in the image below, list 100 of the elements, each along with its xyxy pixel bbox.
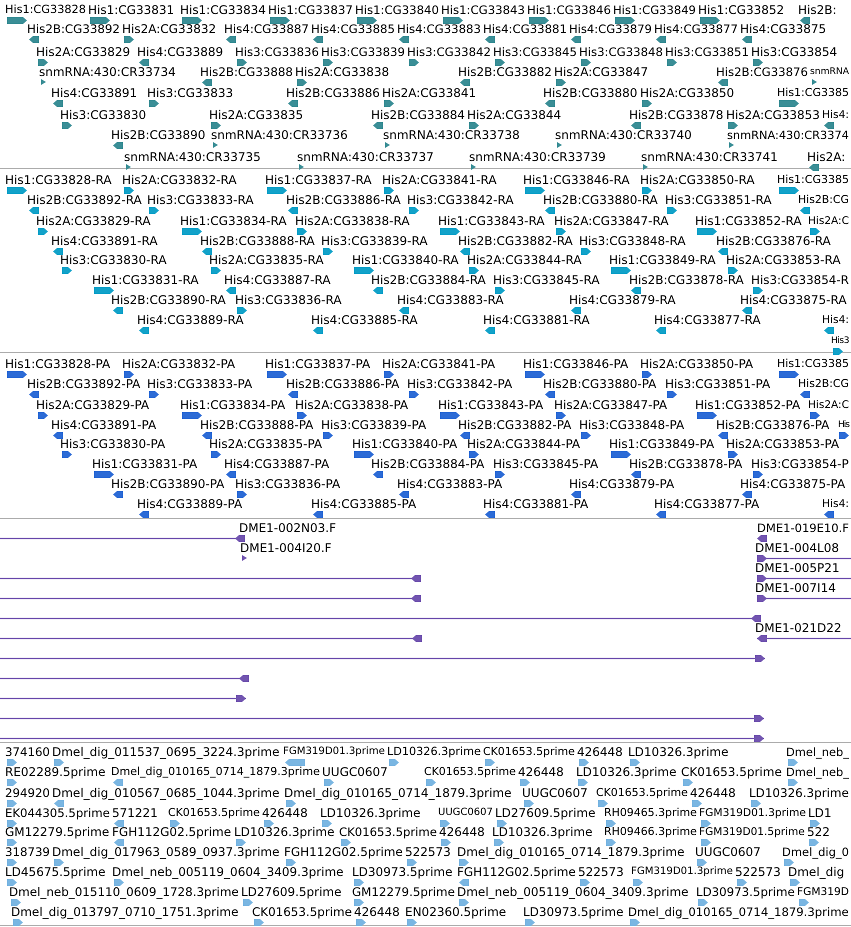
feature-label: His2B:CG33888-RA	[200, 234, 315, 248]
feature-label: His2A:CG33850-RA	[640, 173, 755, 187]
feature-label: His2A:CG33844-PA	[467, 437, 580, 451]
feature-label: His2B:CG33876	[716, 65, 808, 79]
feature-label: UUGC0607	[695, 845, 761, 859]
feature-label: His4:CG33887	[224, 22, 309, 36]
feature-label: Dmel_neb_	[786, 765, 849, 779]
feature-label: His3:CG33854	[751, 45, 838, 59]
feature-label: His1:CG33852	[698, 3, 784, 17]
feature-label: His1:CG33837	[268, 3, 353, 17]
feature-label: LD10326.3prime	[628, 745, 729, 759]
feature-label: His3:CG33842-PA	[407, 377, 512, 391]
feature-label: His3:CG33830-PA	[60, 437, 166, 451]
feature-label: His2B:CG33882-PA	[458, 418, 572, 432]
feature-label: snmRNA	[810, 65, 849, 79]
feature-label: His2A:C	[808, 398, 849, 412]
feature-label: His3:CG33830	[60, 108, 146, 122]
feature-label: His4:CG33879-RA	[569, 293, 676, 307]
feature-label: His2A:CG33829-RA	[36, 214, 151, 228]
feature-label: His3:CG33836-RA	[235, 293, 342, 307]
feature-label: His1:CG33846-RA	[523, 173, 630, 187]
feature-label: His2A:CG33832-RA	[122, 173, 237, 187]
feature-label: His4:	[822, 313, 849, 327]
feature-label: His2A:CG33844-RA	[467, 253, 582, 267]
feature-label: His3:CG33833-RA	[147, 193, 254, 207]
feature-label: CK01653.5prime	[339, 825, 437, 839]
feature-label: His2A:CG33847	[554, 65, 648, 79]
feature-label: RE02289.5prime	[5, 765, 106, 779]
feature-label: His4:CG33877	[654, 22, 738, 36]
feature-label: His2B:CG33888-PA	[200, 418, 314, 432]
feature-label: snmRNA:430:CR33738	[383, 128, 520, 142]
feature-label: EN02360.5prime	[405, 905, 506, 919]
feature-label: His4:CG33875	[740, 22, 826, 36]
feature-label: 318739	[5, 845, 50, 859]
feature-label: LD10326.3prime	[234, 825, 335, 839]
feature-label: His3:CG33845-RA	[493, 273, 600, 287]
feature-label: His2B:CG33884-RA	[371, 273, 486, 287]
feature-label: His3:CG33836	[235, 45, 319, 59]
feature-label: His3:CG33839-PA	[321, 418, 426, 432]
feature-label: 426448	[690, 786, 736, 800]
feature-label: 522573	[578, 865, 624, 879]
feature-label: His1:CG33840	[355, 3, 439, 17]
feature-label: His4:CG33877-PA	[654, 497, 760, 511]
feature-label: His2A:CG33853-RA	[726, 253, 841, 267]
feature-label: His2A:CG33841-RA	[382, 173, 497, 187]
feature-label: His3:CG33830-RA	[60, 253, 167, 267]
feature-label: His2A:CG33838-RA	[295, 214, 410, 228]
feature-label: His2B:CG33876-RA	[716, 234, 831, 248]
feature-label: His4:CG33889-PA	[137, 497, 242, 511]
feature-label: His2B:CG33878-RA	[629, 273, 744, 287]
feature-label: His1:CG33849-PA	[609, 437, 714, 451]
feature-label: His1:CG33840-PA	[352, 437, 458, 451]
feature-label: His3:CG33848-RA	[579, 234, 686, 248]
feature-label: LD10326.3prime	[492, 825, 593, 839]
feature-label: Dmel_dig_010165_0714_1879.3prime	[111, 765, 320, 779]
feature-label: 522573	[735, 865, 781, 879]
feature-label: 426448	[577, 745, 623, 759]
feature-label: His2B:CG33880-PA	[543, 377, 656, 391]
feature-label: His2A:CG33853-PA	[726, 437, 840, 451]
feature-label: FGH112G02.5prime	[284, 845, 403, 859]
feature-label: His4:CG33881	[483, 22, 567, 36]
feature-label: His2B:CG33878	[629, 108, 724, 122]
feature-label: His4:CG33883	[397, 22, 481, 36]
feature-label: Dmel_dig_010165_0714_1879.3prime	[457, 845, 685, 859]
feature-label: Dmel_neb_015110_0609_1728.3prime	[9, 885, 239, 899]
feature-label: Dmel_neb_	[786, 745, 849, 759]
feature-label: Dmel_dig_010165_0714_1879.3prime	[284, 786, 512, 800]
feature-label: His4:CG33885-RA	[311, 313, 418, 327]
feature-label: His2B:CG33892	[27, 22, 120, 36]
feature-label: His1:CG33831-RA	[92, 273, 199, 287]
feature-label: His2B:CG33886	[286, 86, 380, 100]
feature-label: 522	[807, 825, 830, 839]
feature-label: His4:CG33889	[137, 45, 224, 59]
feature-label: DME1-005P21	[755, 561, 840, 575]
feature-label: snmRNA:430:CR33737	[297, 150, 434, 164]
feature-label: His2B:CG33892-PA	[27, 377, 140, 391]
feature-label: His2B:CG33876-PA	[716, 418, 830, 432]
feature-label: UUGC0607	[522, 786, 588, 800]
feature-label: His2A:CG33847-PA	[554, 398, 668, 412]
feature-label: His2B:CG33882	[458, 65, 552, 79]
feature-label: His4:CG33879	[569, 22, 652, 36]
feature-label: His2A:CG33835-RA	[209, 253, 324, 267]
feature-label: snmRNA:430:CR33741	[641, 150, 778, 164]
feature-label: DME1-004I20.F	[240, 541, 332, 555]
feature-label: His4:CG33881-PA	[483, 497, 588, 511]
feature-label: His2B:CG33890	[111, 128, 206, 142]
feature-label: His4:CG33875-PA	[740, 477, 846, 491]
feature-label: RH09466.3prime	[604, 825, 697, 839]
feature-label: FGM319D01.3prime	[699, 806, 806, 820]
feature-label: His3:CG33851	[665, 45, 749, 59]
feature-label: His2A:CG33838-PA	[295, 398, 408, 412]
feature-label: His1:CG33834-PA	[180, 398, 286, 412]
feature-label: His4:CG33875-RA	[740, 293, 847, 307]
feature-label: His1:CG33834-RA	[180, 214, 287, 228]
feature-label: snmRNA:430:CR3374	[727, 128, 849, 142]
feature-label: His4:CG33887-PA	[224, 457, 330, 471]
feature-label: His2B:CG33886-RA	[286, 193, 401, 207]
feature-label: DME1-004L08	[755, 541, 839, 555]
feature-label: 294920	[5, 786, 50, 800]
feature-label: His2B:CG33892-RA	[27, 193, 142, 207]
